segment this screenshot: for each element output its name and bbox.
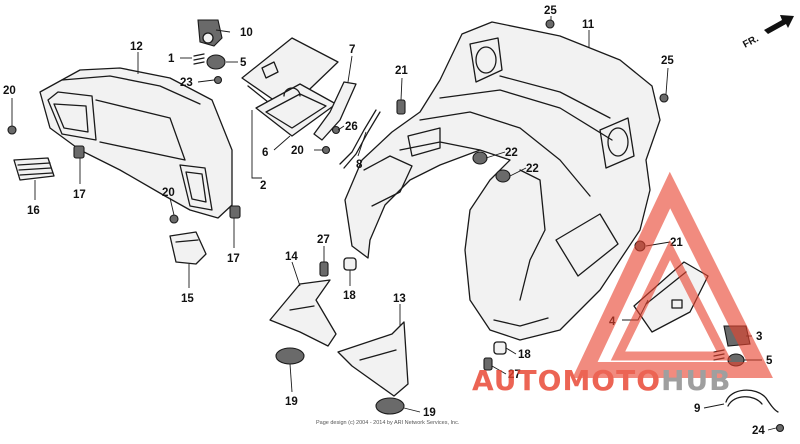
part-20-screw-mid (321, 145, 331, 155)
callout-6: 6 (262, 147, 268, 159)
callout-16: 16 (27, 205, 40, 217)
callout-25: 25 (661, 55, 674, 67)
callout-17: 17 (227, 253, 240, 265)
callout-11: 11 (582, 19, 595, 31)
part-18-collars (343, 257, 507, 355)
callout-9: 9 (694, 403, 700, 415)
callout-3: 3 (756, 331, 762, 343)
callout-18: 18 (518, 349, 531, 361)
part-25-screws (545, 19, 669, 103)
part-16-grille (13, 157, 55, 181)
callout-27: 27 (508, 369, 521, 381)
callout-labels: 10 1 5 23 12 20 17 16 20 17 15 2 6 7 26 … (3, 5, 773, 437)
part-14-inner-cover (269, 279, 337, 347)
callout-20: 20 (3, 85, 16, 97)
callout-10: 10 (240, 27, 253, 39)
part-17-clips (73, 145, 241, 219)
watermark-brand-part2: HUB (661, 364, 732, 397)
watermark-brand: AUTOMOTOHUB (472, 364, 732, 397)
callout-5: 5 (766, 355, 773, 367)
front-arrow-icon (764, 15, 794, 34)
callout-5: 5 (240, 57, 247, 69)
part-7-bracket-strip (313, 81, 357, 141)
part-24-screw (775, 423, 785, 433)
part-9-cable (725, 389, 779, 413)
callout-26: 26 (345, 121, 358, 133)
direction-label: FR. (741, 33, 761, 50)
callout-17: 17 (73, 189, 86, 201)
triangle-logo-icon (572, 171, 773, 378)
callout-14: 14 (285, 251, 298, 263)
copyright-text: Page design (c) 2004 - 2014 by ARI Netwo… (316, 420, 460, 426)
callout-25: 25 (544, 5, 557, 17)
part-10-bracket (197, 19, 223, 47)
callout-20: 20 (291, 145, 304, 157)
callout-21: 21 (395, 65, 408, 77)
callout-2: 2 (260, 180, 266, 192)
callout-12: 12 (130, 41, 143, 53)
callout-18: 18 (343, 290, 356, 302)
callout-1: 1 (168, 53, 175, 65)
callout-7: 7 (349, 44, 355, 56)
front-direction-indicator: FR. (741, 15, 794, 51)
part-15-cover (169, 231, 207, 265)
callout-22: 22 (505, 147, 518, 159)
part-19-grommets (275, 347, 405, 415)
watermark-brand-part1: AUTOMOTO (472, 364, 661, 397)
part-12-meter-panel (39, 67, 233, 219)
part-23-screw (213, 75, 223, 85)
automotohub-watermark: AUTOMOTOHUB (472, 171, 773, 397)
callout-13: 13 (393, 293, 406, 305)
callout-20: 20 (162, 187, 175, 199)
callout-23: 23 (180, 77, 193, 89)
callout-22: 22 (526, 163, 539, 175)
callout-19: 19 (285, 396, 298, 408)
leader-lines (11, 16, 777, 431)
callout-27: 27 (317, 234, 330, 246)
callout-24: 24 (752, 425, 765, 437)
callout-19: 19 (423, 407, 436, 419)
callout-15: 15 (181, 293, 194, 305)
part-5-grommet (206, 54, 226, 70)
part-13-inner-cover (337, 321, 409, 397)
callout-8: 8 (356, 159, 363, 171)
part-26-clip (331, 125, 341, 135)
part-1-spring (193, 53, 205, 65)
callout-21: 21 (670, 237, 683, 249)
